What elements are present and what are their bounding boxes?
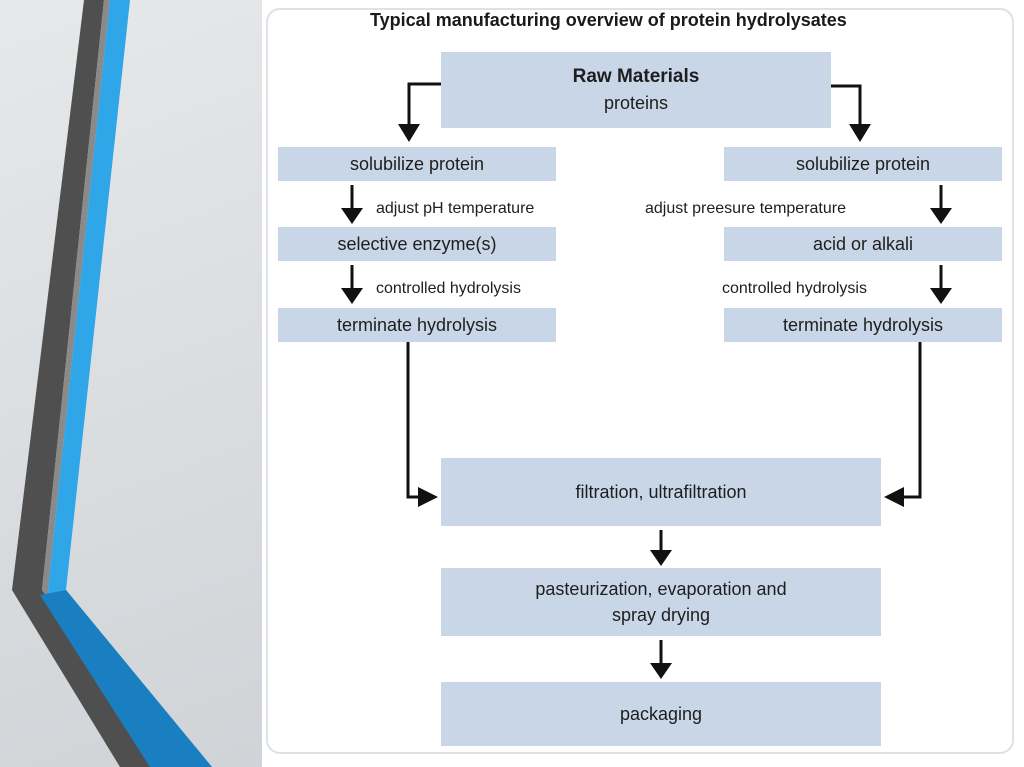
pasteurization-line2: spray drying <box>611 605 711 625</box>
left-enzyme-label: selective enzyme(s) <box>337 234 497 254</box>
right-adjust-label: adjust preesure temperature <box>645 200 846 217</box>
pasteurization-box: pasteurization, evaporation and spray dr… <box>441 568 881 636</box>
blue-stripe <box>48 0 212 767</box>
dark-stripe <box>12 0 160 767</box>
left-enzyme-box: selective enzyme(s) <box>278 227 556 261</box>
left-adjust-label: adjust pH temperature <box>376 200 535 217</box>
left-solubilize-box: solubilize protein <box>278 147 556 181</box>
left-terminate-box: terminate hydrolysis <box>278 308 556 342</box>
blue-lower-stripe <box>40 590 212 767</box>
decorative-stripes <box>12 0 212 767</box>
left-solubilize-label: solubilize protein <box>349 154 485 174</box>
right-solubilize-box: solubilize protein <box>724 147 1002 181</box>
left-hydrolysis-label: controlled hydrolysis <box>376 280 521 297</box>
right-terminate-label: terminate hydrolysis <box>782 315 944 335</box>
packaging-box: packaging <box>441 682 881 746</box>
right-solubilize-label: solubilize protein <box>795 154 931 174</box>
grey-stripe <box>42 0 168 767</box>
left-terminate-label: terminate hydrolysis <box>336 315 498 335</box>
filtration-box: filtration, ultrafiltration <box>441 458 881 526</box>
raw-materials-title: Raw Materials <box>572 66 700 87</box>
pasteurization-line1: pasteurization, evaporation and <box>535 579 787 599</box>
packaging-label: packaging <box>619 704 703 724</box>
right-acid-label: acid or alkali <box>812 234 914 254</box>
right-acid-box: acid or alkali <box>724 227 1002 261</box>
right-hydrolysis-label: controlled hydrolysis <box>722 280 867 297</box>
diagram-title: Typical manufacturing overview of protei… <box>370 10 847 30</box>
raw-materials-box: Raw Materials proteins <box>441 52 831 128</box>
right-terminate-box: terminate hydrolysis <box>724 308 1002 342</box>
raw-materials-subtitle: proteins <box>603 93 669 113</box>
filtration-label: filtration, ultrafiltration <box>575 482 747 502</box>
